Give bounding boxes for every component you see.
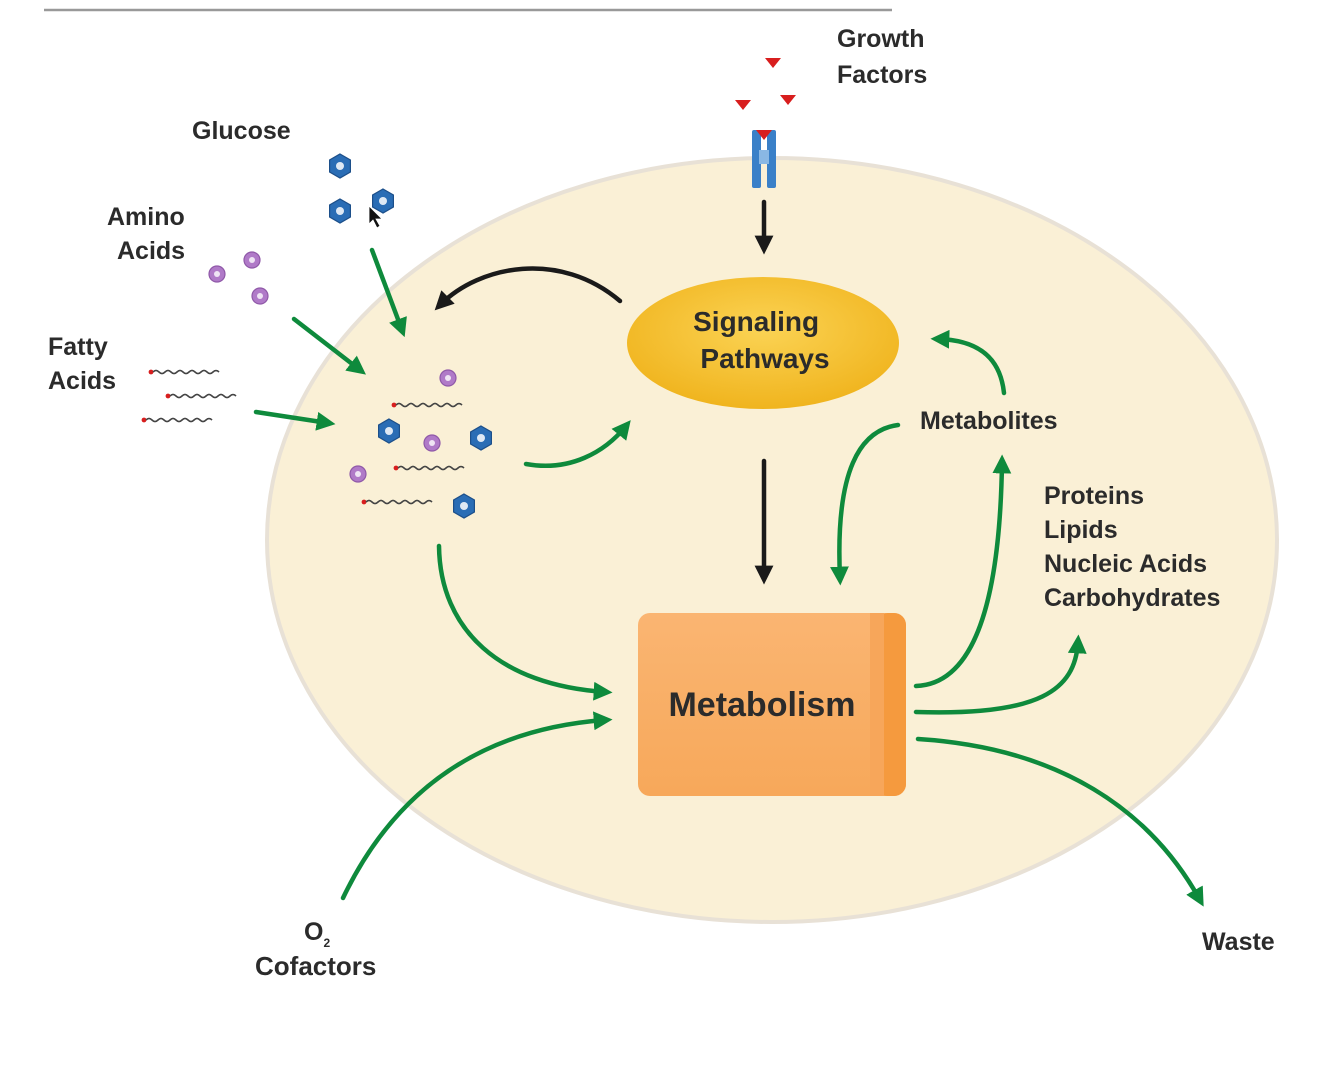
nutrients-to-signaling-arrow bbox=[523, 420, 631, 468]
metabolism-to-metabolites-arrow bbox=[913, 454, 1012, 689]
cofactors-label: Cofactors bbox=[255, 951, 376, 981]
amino-acids-label: Amino Acids bbox=[107, 203, 192, 265]
metabolites-to-signaling-arrow bbox=[930, 329, 1007, 396]
mouse-cursor-icon bbox=[368, 205, 383, 229]
metabolites-to-metabolism-arrow bbox=[830, 422, 901, 586]
oxygen-label: O2 bbox=[304, 918, 330, 950]
amino-acids-line1: Amino bbox=[107, 203, 185, 231]
amino-acid-uptake-arrow bbox=[291, 316, 366, 375]
fatty-acid-chain-icon bbox=[140, 368, 237, 424]
signaling-pathways-label: Signaling Pathways bbox=[693, 306, 829, 374]
nutrients-to-metabolism-arrow bbox=[436, 543, 613, 701]
product-proteins: Proteins bbox=[1044, 482, 1144, 510]
glucose-uptake-arrow bbox=[369, 247, 407, 338]
metabolism-node bbox=[638, 613, 906, 796]
signaling-line2: Pathways bbox=[700, 343, 829, 374]
glucose-label: Glucose bbox=[192, 117, 291, 145]
biomass-products-list: Proteins Lipids Nucleic Acids Carbohydra… bbox=[1044, 482, 1220, 612]
receptor-icon bbox=[752, 130, 776, 188]
growth-factors-line2: Factors bbox=[837, 61, 927, 89]
amino-acid-circle-icon bbox=[208, 251, 269, 305]
waste-label: Waste bbox=[1202, 928, 1275, 956]
fatty-acids-line2: Acids bbox=[48, 367, 116, 395]
metabolites-label: Metabolites bbox=[920, 407, 1058, 435]
signaling-pathways-node bbox=[627, 277, 899, 409]
growth-factors-line1: Growth bbox=[837, 25, 925, 53]
growth-factor-triangle-icon bbox=[735, 58, 796, 110]
oxygen-subscript: 2 bbox=[323, 936, 330, 950]
glucose-hexagon-icon bbox=[329, 153, 394, 224]
signaling-to-uptake-arrow bbox=[434, 266, 623, 311]
product-nucleic-acids: Nucleic Acids bbox=[1044, 550, 1207, 578]
fatty-acids-line1: Fatty bbox=[48, 333, 108, 361]
oxygen-main: O bbox=[304, 918, 323, 946]
product-carbohydrates: Carbohydrates bbox=[1044, 584, 1220, 612]
signaling-line1: Signaling bbox=[693, 306, 819, 337]
cofactors-to-metabolism-arrow bbox=[340, 711, 613, 901]
growth-factors-label: Growth Factors bbox=[837, 25, 931, 89]
metabolism-to-waste-arrow bbox=[915, 736, 1204, 907]
metabolism-label: Metabolism bbox=[668, 686, 855, 724]
product-lipids: Lipids bbox=[1044, 516, 1118, 544]
amino-acids-line2: Acids bbox=[117, 237, 185, 265]
fatty-acid-uptake-arrow bbox=[253, 409, 336, 431]
fatty-acids-label: Fatty Acids bbox=[48, 333, 116, 395]
cell-body bbox=[265, 156, 1279, 924]
metabolism-to-biomass-arrow bbox=[913, 634, 1087, 715]
